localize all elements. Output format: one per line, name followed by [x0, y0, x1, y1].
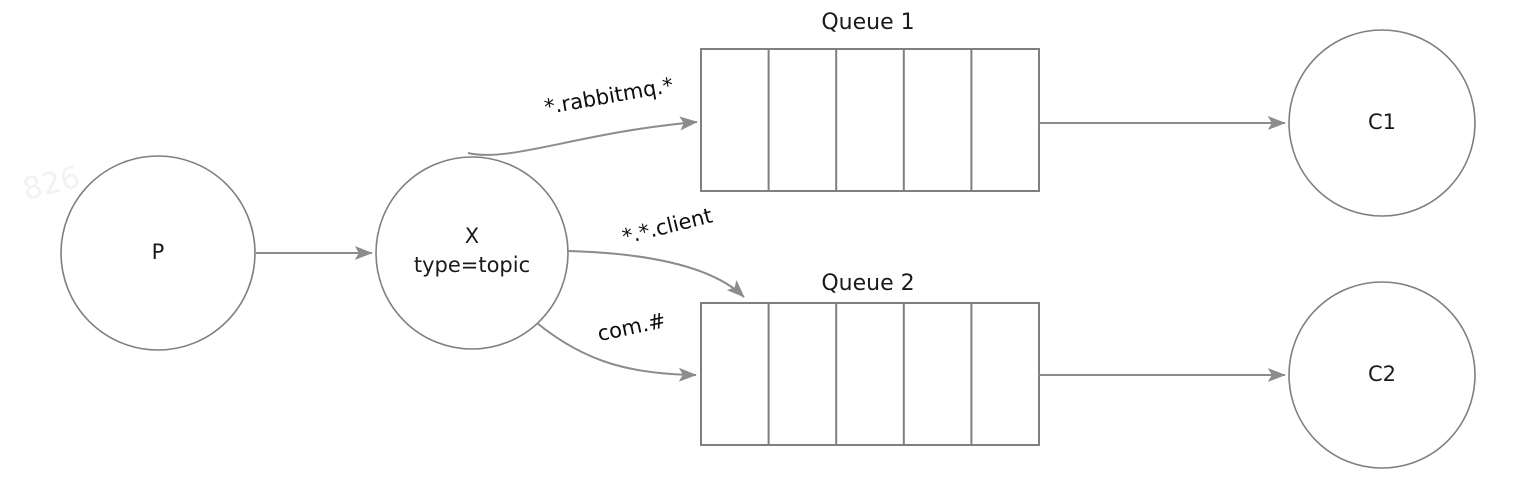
- queue-1[interactable]: Queue 1: [700, 10, 1040, 192]
- node-consumer1[interactable]: C1: [1288, 29, 1476, 217]
- consumer1-circle[interactable]: [1288, 29, 1476, 217]
- edge-label-exchange-to-queue2-com: com.#: [595, 308, 668, 346]
- producer-circle[interactable]: [60, 155, 256, 351]
- watermark-text: 826: [19, 160, 83, 208]
- exchange-circle[interactable]: [375, 156, 569, 350]
- producer-label: P: [152, 240, 165, 264]
- exchange-label-type: type=topic: [414, 253, 530, 277]
- exchange-label-name: X: [465, 224, 479, 248]
- consumer2-label: C2: [1368, 362, 1396, 386]
- queue-title: Queue 1: [821, 10, 914, 35]
- edge-label-exchange-to-queue2-client: *.*.client: [620, 203, 715, 249]
- queue-box[interactable]: [700, 302, 1040, 446]
- consumer1-label: C1: [1368, 110, 1396, 134]
- node-producer[interactable]: P: [60, 155, 256, 351]
- queue-title: Queue 2: [821, 271, 914, 296]
- queue-box[interactable]: [700, 48, 1040, 192]
- edge-exchange-to-queue2-com: com.#: [536, 308, 697, 382]
- queues-group: Queue 1 Queue 2: [700, 10, 1040, 446]
- node-exchange[interactable]: X type=topic: [375, 156, 569, 350]
- edge-exchange-to-queue2-client: *.*.client: [567, 203, 745, 298]
- queue-2[interactable]: Queue 2: [700, 271, 1040, 446]
- consumer2-circle[interactable]: [1288, 281, 1476, 469]
- node-consumer2[interactable]: C2: [1288, 281, 1476, 469]
- edge-arrow: [536, 322, 697, 382]
- edge-arrow: [567, 250, 745, 298]
- edge-exchange-to-queue1: *.rabbitmq.*: [467, 73, 698, 156]
- edge-arrow: [467, 116, 698, 156]
- edge-label-exchange-to-queue1: *.rabbitmq.*: [543, 73, 676, 119]
